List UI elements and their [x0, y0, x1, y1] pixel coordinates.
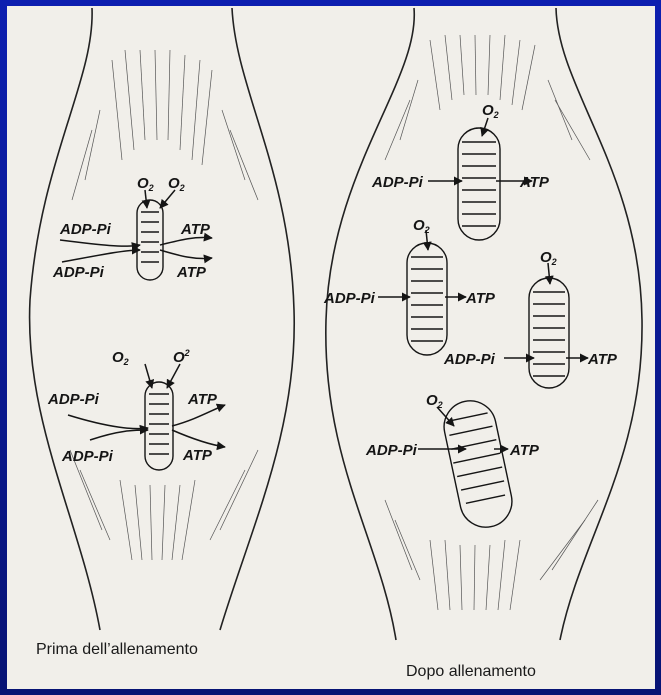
mitochondrion-small	[137, 200, 163, 280]
label-adp-pi: ADP-Pi	[365, 442, 418, 459]
arrow-atp-out	[160, 250, 212, 259]
label-adp-pi: ADP-Pi	[323, 290, 376, 307]
label-atp: ATP	[182, 447, 213, 464]
label-o2: O2	[413, 217, 430, 235]
muscle-fiber-before: O2 O2 ADP-Pi ADP-Pi ATP ATP O2 O2 ADP-Pi…	[30, 8, 295, 630]
label-o-superscript-2: O2	[173, 348, 190, 366]
label-adp-pi: ADP-Pi	[61, 448, 114, 465]
arrow-o2-in	[167, 364, 180, 388]
arrow-adp-in	[90, 430, 148, 440]
label-o2: O2	[426, 392, 443, 410]
label-atp: ATP	[465, 290, 496, 307]
label-atp: ATP	[176, 264, 207, 281]
label-o2: O2	[540, 249, 557, 267]
label-atp: ATP	[180, 221, 211, 238]
caption-before-training: Prima dell’allenamento	[36, 641, 198, 659]
muscle-fiber-after: O2 ADP-Pi ATP O2 ADP-Pi ATP O2 ADP-Pi AT…	[323, 8, 642, 640]
label-adp-pi: ADP-Pi	[59, 221, 112, 238]
arrow-o2-in	[145, 364, 152, 388]
arrow-atp-out	[160, 237, 212, 245]
arrow-atp-out	[172, 430, 225, 447]
mitochondrion-large	[407, 243, 447, 355]
mitochondrion-large	[529, 278, 569, 388]
arrow-adp-in	[68, 415, 148, 429]
label-atp: ATP	[187, 391, 218, 408]
label-atp: ATP	[519, 174, 550, 191]
label-adp-pi: ADP-Pi	[52, 264, 105, 281]
arrow-adp-in	[62, 250, 140, 262]
label-atp: ATP	[509, 442, 540, 459]
label-o2: O2	[482, 102, 499, 120]
label-o2: O2	[137, 175, 154, 193]
mitochondrion-large	[439, 396, 516, 532]
label-adp-pi: ADP-Pi	[443, 351, 496, 368]
arrow-o2-in	[160, 190, 175, 208]
label-o2: O2	[112, 349, 129, 367]
arrow-atp-out	[172, 405, 225, 426]
label-o2: O2	[168, 175, 185, 193]
arrow-adp-in	[60, 240, 140, 246]
caption-after-training: Dopo allenamento	[406, 663, 536, 681]
mitochondrion-large	[458, 128, 500, 240]
mitochondrion-small	[145, 382, 173, 470]
label-adp-pi: ADP-Pi	[47, 391, 100, 408]
label-adp-pi: ADP-Pi	[371, 174, 424, 191]
label-atp: ATP	[587, 351, 618, 368]
